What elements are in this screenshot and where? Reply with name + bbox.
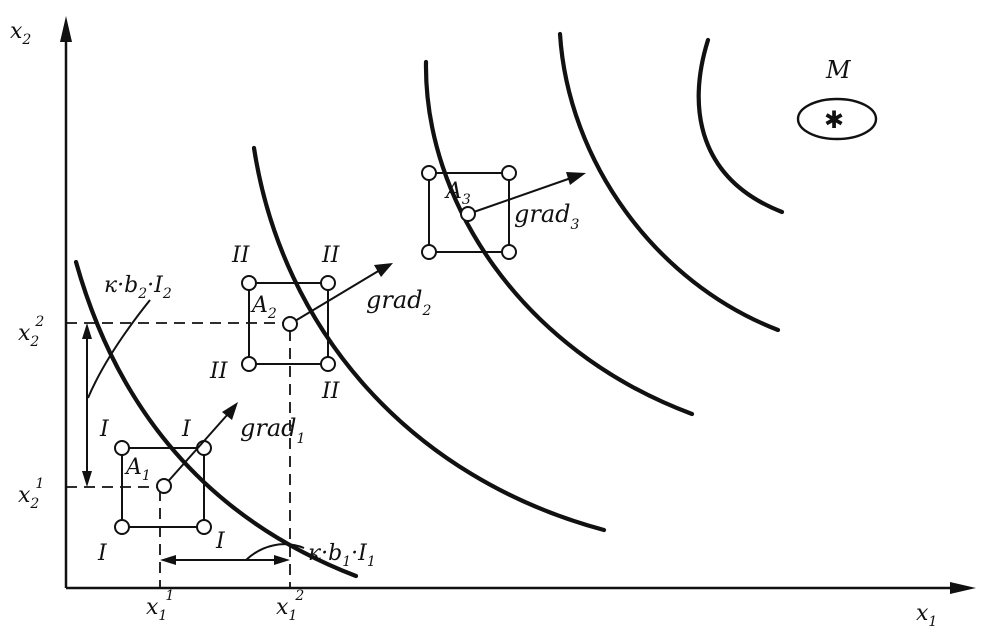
level-curve-3 (423, 59, 695, 417)
projection-lines (66, 322, 291, 588)
square-1-corner-tl (114, 440, 130, 456)
level-curves (73, 31, 785, 579)
optimum-mark: ✱ (824, 106, 844, 134)
square-3-corner-tr (501, 165, 517, 181)
optimum-label: M (825, 56, 852, 84)
square-1-corner-bl (114, 519, 130, 535)
grad-2-label: grad2 (366, 286, 432, 319)
y-axis-label: x2 (10, 19, 31, 48)
square-3-frame (428, 172, 510, 253)
x-axis-label: x1 (916, 601, 937, 630)
trial-square-3 (421, 165, 517, 260)
x-step-arrowhead-right (274, 555, 290, 565)
point-a2 (282, 316, 298, 332)
x-axis-arrowhead (950, 582, 976, 594)
step1-label: к·b1·I1 (308, 541, 376, 570)
leader-step1 (245, 543, 305, 561)
tick-x1-1: x11 (146, 588, 174, 624)
optimum-region (796, 97, 878, 141)
square-2-label-tl: II (231, 243, 251, 268)
square-2-label-bl: II (209, 359, 229, 384)
grad-1-shaft (163, 413, 229, 487)
level-curve-4 (557, 31, 781, 333)
square-2-label-br: II (321, 379, 341, 404)
tick-y2-1: x21 (18, 476, 44, 512)
point-a3-label: A3 (444, 179, 471, 208)
square-3-corner-tl (421, 165, 437, 181)
square-2-corner-br (320, 356, 336, 372)
square-1-label-tl: I (99, 417, 110, 442)
tick-y2-2: x22 (18, 314, 44, 350)
square-2-frame (248, 282, 329, 365)
level-curve-2 (251, 145, 607, 533)
square-2-corner-bl (241, 356, 257, 372)
square-3-corner-bl (421, 244, 437, 260)
y-step-arrowhead-bottom (82, 471, 92, 487)
grad-2-shaft (289, 269, 381, 325)
grad-3-shaft (467, 177, 572, 215)
level-curve-5 (696, 37, 785, 215)
square-1-frame (121, 447, 205, 528)
step-indicators (65, 299, 305, 565)
tick-x1-2: x12 (276, 588, 304, 624)
level-curve-1 (73, 259, 359, 579)
square-1-corner-br (196, 519, 212, 535)
x-step-arrowhead-left (160, 555, 176, 565)
point-a1-label: A1 (124, 455, 151, 484)
grad-1-label: grad1 (240, 414, 305, 447)
grad-3-label: grad3 (514, 200, 580, 233)
gradient-arrows (163, 172, 586, 487)
trial-square-2 (241, 275, 336, 372)
grad-1-arrowhead (222, 402, 238, 420)
square-2-corner-tl (241, 275, 257, 291)
trial-square-1 (114, 440, 212, 535)
point-a3 (460, 206, 476, 222)
step2-label: к·b2·I2 (104, 273, 172, 302)
square-2-label-tr: II (321, 243, 341, 268)
point-a1 (156, 478, 172, 494)
square-1-label-tr: I (181, 417, 192, 442)
grad-3-arrowhead (566, 172, 586, 185)
square-1-label-bl: I (97, 541, 108, 566)
leader-step2 (87, 299, 151, 399)
y-step-arrowhead-top (82, 323, 92, 339)
square-1-label-b: I (215, 529, 226, 554)
square-2-corner-tr (320, 275, 336, 291)
y-axis-arrowhead (60, 16, 72, 42)
point-a2-label: A2 (250, 293, 277, 322)
grad-2-arrowhead (374, 263, 393, 277)
square-3-corner-br (501, 244, 517, 260)
axes (60, 16, 976, 594)
